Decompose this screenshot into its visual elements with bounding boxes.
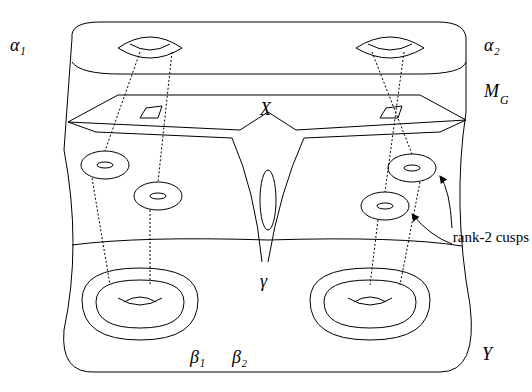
region-label: Y xyxy=(482,345,492,363)
manifold-subscript: G xyxy=(500,94,509,106)
curve-label: β₁ xyxy=(190,348,205,366)
curve-label: β₂ xyxy=(232,348,247,366)
curve-label: α₁ xyxy=(10,36,26,54)
curve-label: γ xyxy=(260,272,267,290)
manifold-label: M xyxy=(484,82,499,100)
region-label: X xyxy=(260,100,271,118)
curve-label: α₂ xyxy=(484,36,500,54)
cusp-label: rank-2 cusps xyxy=(453,230,529,245)
